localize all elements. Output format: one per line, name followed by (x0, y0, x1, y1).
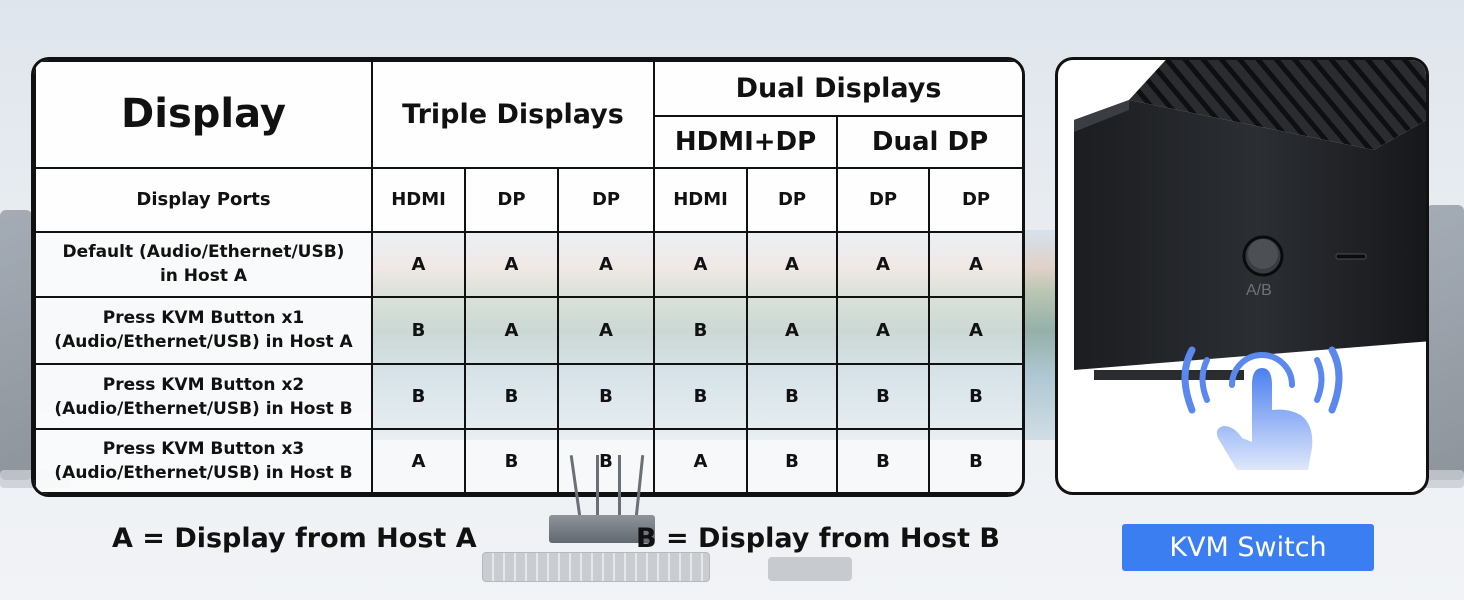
legend-host-b: B = Display from Host B (636, 523, 1000, 554)
row-label-line2: (Audio/Ethernet/USB) in Host B (54, 463, 353, 484)
host-cell: B (928, 428, 1022, 494)
keyboard-image (482, 552, 710, 582)
mouse-image (768, 557, 852, 581)
host-cell: A (746, 296, 839, 365)
dual-dp-header: Dual DP (836, 114, 1022, 169)
row-label: Press KVM Button x3 (Audio/Ethernet/USB) … (34, 428, 373, 494)
hdmi-dp-header: HDMI+DP (653, 114, 839, 169)
row-label: Press KVM Button x2 (Audio/Ethernet/USB) … (34, 362, 373, 431)
host-cell: B (746, 362, 839, 431)
host-cell: B (653, 362, 749, 431)
table-row: Press KVM Button x3 (Audio/Ethernet/USB) … (34, 428, 1022, 494)
host-cell: A (556, 230, 656, 299)
host-cell: B (836, 362, 931, 431)
kvm-product-card: A/B (1055, 57, 1429, 495)
router-antenna (596, 455, 599, 517)
display-header: Display (34, 60, 373, 169)
row-label-line2: in Host A (159, 266, 248, 287)
host-cell: A (928, 296, 1022, 365)
host-cell: A (464, 296, 559, 365)
row-label-line1: Press KVM Button x1 (102, 308, 305, 329)
display-ports-label: Display Ports (34, 166, 373, 233)
host-cell: A (653, 230, 749, 299)
port-header: DP (836, 166, 931, 233)
background-monitor-right (1426, 205, 1464, 480)
row-label-line1: Default (Audio/Ethernet/USB) (62, 242, 345, 263)
host-cell: B (371, 362, 466, 431)
port-header: DP (928, 166, 1022, 233)
dual-displays-header: Dual Displays (653, 60, 1022, 117)
kvm-device-image (1074, 60, 1426, 380)
legend-host-a: A = Display from Host A (112, 523, 477, 554)
host-cell: A (464, 230, 559, 299)
host-cell: A (556, 296, 656, 365)
port-header: HDMI (653, 166, 749, 233)
row-label-line2: (Audio/Ethernet/USB) in Host B (54, 398, 353, 419)
row-label: Press KVM Button x1 (Audio/Ethernet/USB) … (34, 296, 373, 365)
row-label-line2: (Audio/Ethernet/USB) in Host A (54, 332, 353, 353)
host-cell: B (653, 296, 749, 365)
host-cell: B (371, 296, 466, 365)
background-monitor-left (0, 210, 32, 480)
port-header: DP (746, 166, 839, 233)
table-row: Default (Audio/Ethernet/USB)in Host A A … (34, 230, 1022, 299)
touch-hand-icon (1181, 346, 1343, 470)
host-cell: A (836, 230, 931, 299)
triple-displays-header: Triple Displays (370, 60, 656, 169)
host-cell: B (928, 362, 1022, 431)
port-mapping-table: Display Triple Displays Dual Displays HD… (31, 57, 1025, 497)
port-header: DP (464, 166, 559, 233)
router-image (549, 515, 655, 543)
host-cell: A (371, 230, 466, 299)
host-cell: B (556, 362, 656, 431)
table-row: Press KVM Button x1 (Audio/Ethernet/USB) … (34, 296, 1022, 365)
port-header: HDMI (371, 166, 466, 233)
host-cell: B (746, 428, 839, 494)
host-cell: A (653, 428, 749, 494)
table-row: Press KVM Button x2 (Audio/Ethernet/USB) … (34, 362, 1022, 431)
host-cell: A (928, 230, 1022, 299)
host-cell: A (371, 428, 466, 494)
router-antenna (618, 455, 621, 517)
row-label: Default (Audio/Ethernet/USB) in Host A (34, 230, 373, 299)
host-cell: A (746, 230, 839, 299)
row-label-line1: Press KVM Button x2 (102, 374, 305, 395)
host-cell: B (464, 428, 559, 494)
row-label-line1: Press KVM Button x3 (102, 439, 305, 460)
kvm-switch-label: KVM Switch (1122, 524, 1374, 571)
host-cell: B (464, 362, 559, 431)
host-cell: A (836, 296, 931, 365)
host-cell: B (836, 428, 931, 494)
port-header: DP (556, 166, 656, 233)
ab-button-label: A/B (1246, 282, 1272, 299)
